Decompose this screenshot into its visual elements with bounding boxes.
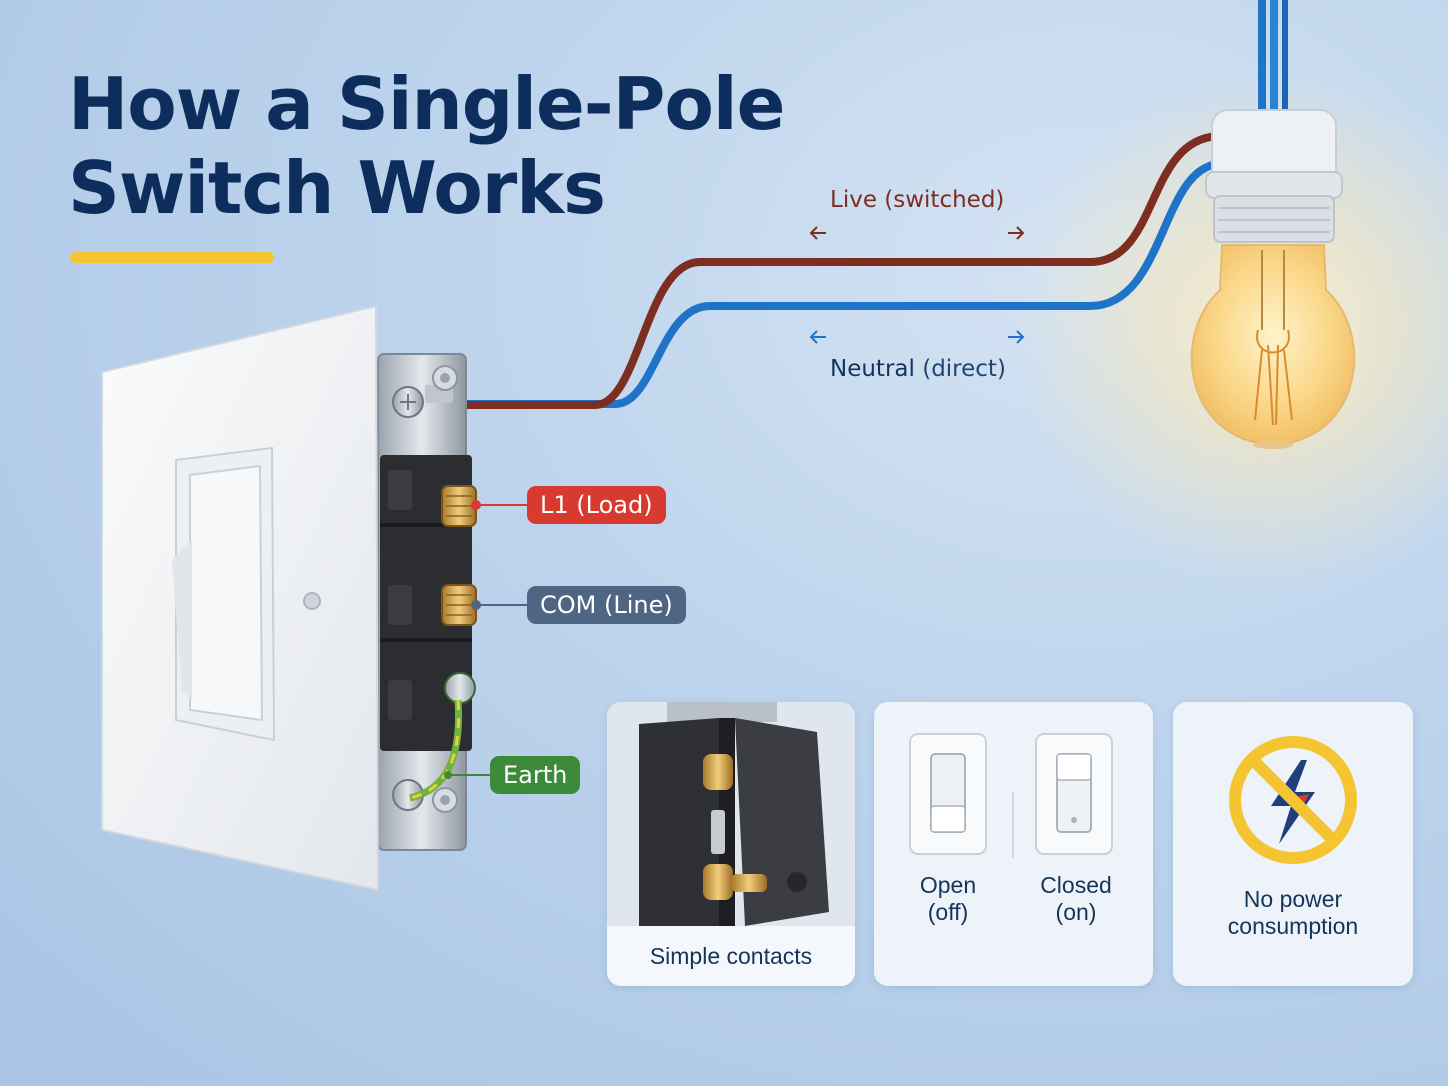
switch-states-illustration bbox=[909, 733, 1113, 858]
rocker-switch[interactable] bbox=[172, 464, 264, 722]
page-title: How a Single-Pole Switch Works bbox=[68, 62, 785, 230]
com-terminal-screw bbox=[441, 584, 477, 626]
no-power-caption: No power consumption bbox=[1173, 886, 1413, 940]
light-bulb-icon bbox=[1190, 244, 1356, 449]
neutral-wire bbox=[451, 160, 1222, 408]
simple-contacts-card: Simple contacts bbox=[607, 702, 855, 986]
no-power-icon bbox=[1229, 736, 1357, 864]
on-label: (on) bbox=[1055, 899, 1097, 925]
neutral-label-sub: (direct) bbox=[922, 356, 1006, 382]
no-power-card: No power consumption bbox=[1173, 702, 1413, 986]
no-power-line-2: consumption bbox=[1227, 913, 1359, 939]
lamp-holder bbox=[1205, 109, 1343, 243]
open-off-label: Open (off) bbox=[883, 872, 1013, 926]
neutral-wire-label: Neutral (direct) bbox=[830, 356, 1006, 382]
open-label: Open bbox=[919, 872, 977, 898]
l1-load-tag: L1 (Load) bbox=[527, 486, 666, 524]
plate-screw-hole bbox=[303, 592, 321, 610]
live-wire bbox=[451, 132, 1222, 409]
closed-label: Closed bbox=[1040, 872, 1112, 898]
title-line-1: How a Single-Pole bbox=[68, 62, 785, 146]
off-label: (off) bbox=[927, 899, 969, 925]
neutral-direction-arrows bbox=[809, 330, 1025, 344]
title-line-2: Switch Works bbox=[68, 146, 606, 230]
neutral-label-main: Neutral bbox=[830, 356, 915, 382]
l1-terminal-screw bbox=[441, 485, 477, 527]
com-line-tag: COM (Line) bbox=[527, 586, 686, 624]
ceiling-cable bbox=[1258, 0, 1288, 120]
open-switch-icon bbox=[909, 733, 987, 855]
earth-terminal-screw bbox=[392, 672, 476, 811]
switch-states-card bbox=[874, 702, 1153, 986]
terminal-leader-lines bbox=[444, 500, 527, 779]
contacts-closeup-icon bbox=[607, 702, 855, 926]
earth-tag: Earth bbox=[490, 756, 581, 794]
no-power-line-1: No power bbox=[1243, 886, 1343, 912]
live-wire-label: Live (switched) bbox=[830, 187, 1005, 213]
title-underline bbox=[70, 252, 274, 263]
simple-contacts-caption: Simple contacts bbox=[607, 926, 855, 986]
closed-switch-icon bbox=[1035, 733, 1113, 855]
closed-on-label: Closed (on) bbox=[1011, 872, 1141, 926]
top-terminal-screw bbox=[392, 386, 424, 418]
live-direction-arrows bbox=[809, 226, 1025, 240]
